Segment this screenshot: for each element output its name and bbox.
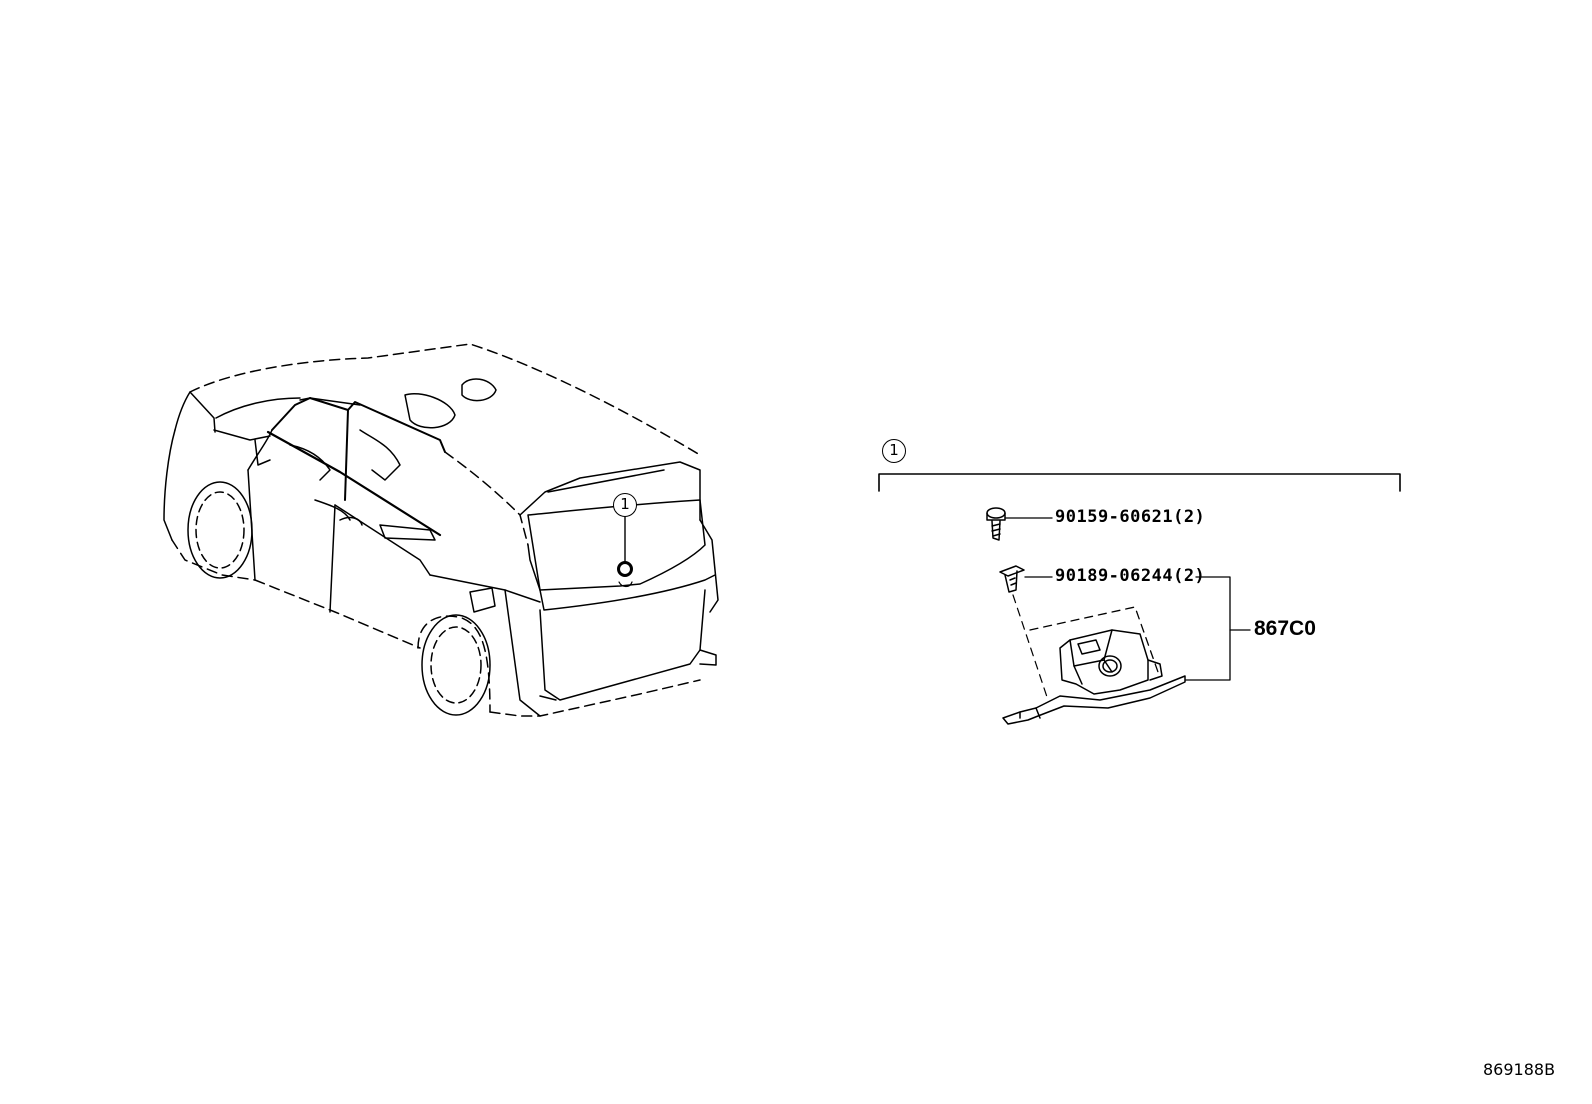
- assembly-part-number: 867C0: [1254, 617, 1316, 640]
- callout-marker-group: 1: [882, 439, 906, 463]
- screw-part-number: 90159-60621(2): [1055, 507, 1206, 527]
- illustration-id: 869188B: [1483, 1060, 1556, 1079]
- camera-assembly-drawing: [1002, 576, 1251, 725]
- exploded-parts-group: [878, 473, 1401, 725]
- vehicle-illustration: [163, 343, 719, 717]
- clip-part-number: 90189-06244(2): [1055, 566, 1206, 586]
- clip-part-drawing: [999, 565, 1053, 701]
- screw-part-drawing: [986, 507, 1053, 541]
- callout-marker-vehicle: 1: [613, 493, 637, 517]
